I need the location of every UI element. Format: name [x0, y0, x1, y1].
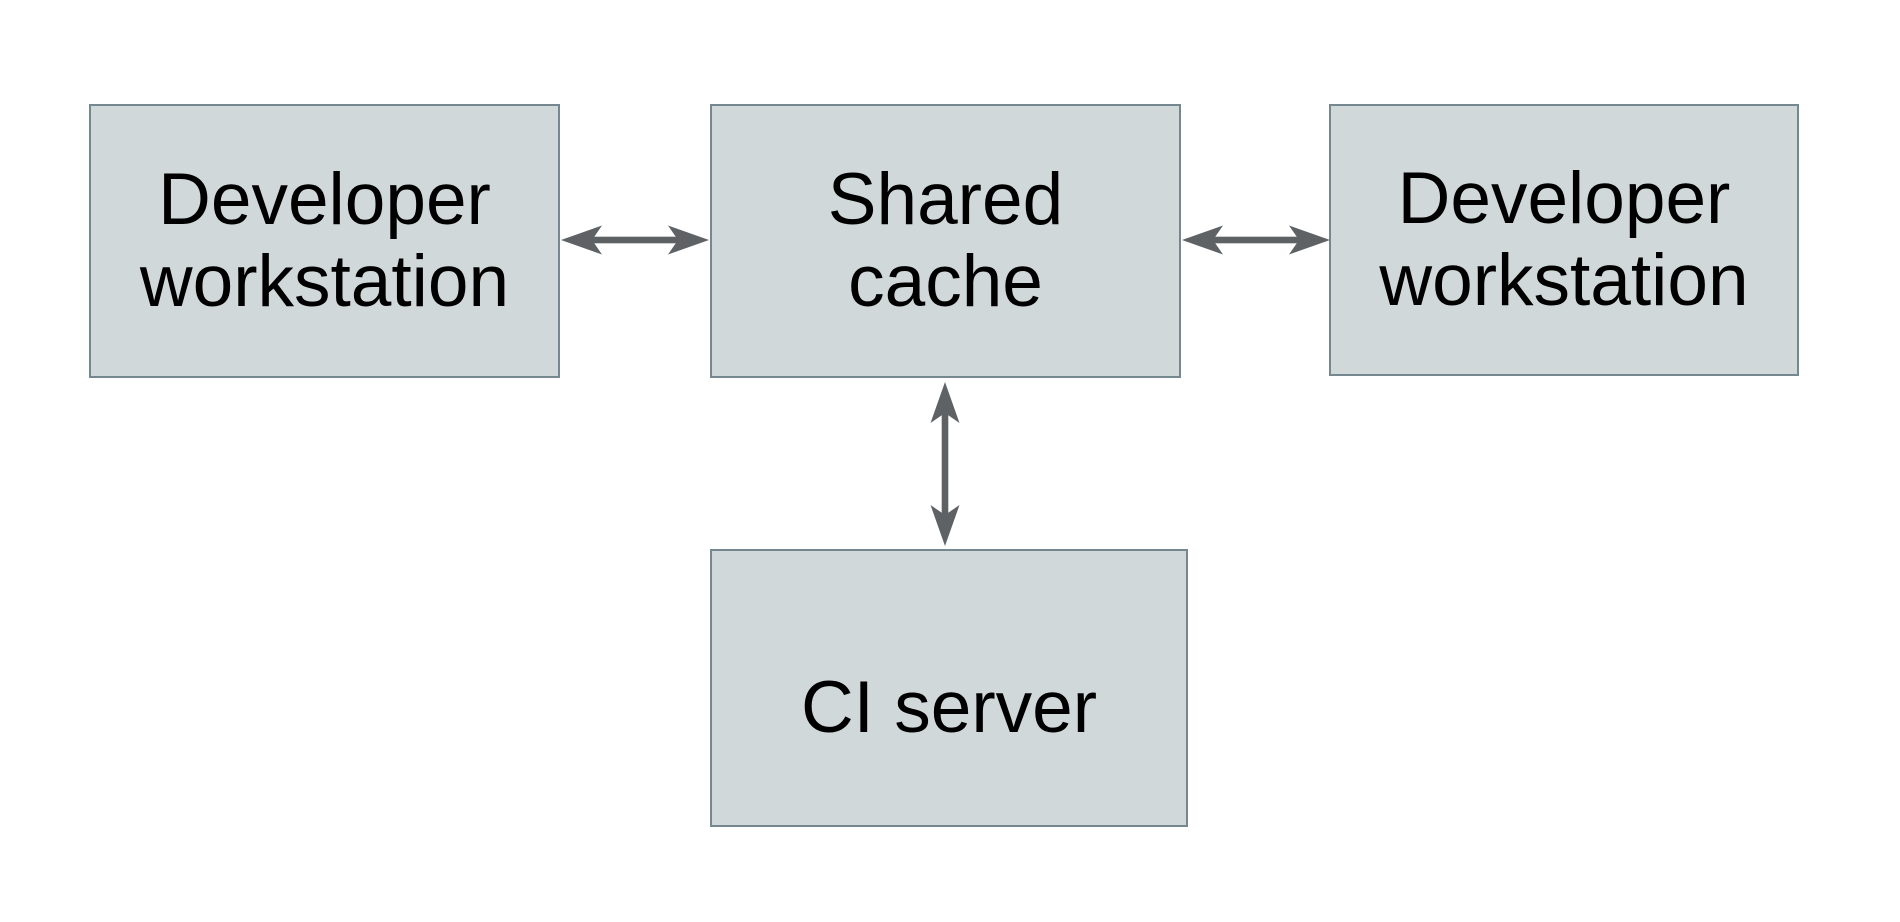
node-developer-workstation-right: Developer workstation: [1329, 104, 1799, 376]
node-label-line: workstation: [139, 241, 510, 322]
node-label-line: Developer: [158, 159, 491, 240]
node-ci-server: CI server: [710, 549, 1188, 827]
node-label-line: CI server: [800, 667, 1098, 748]
node-shared-cache: Shared cache: [710, 104, 1181, 378]
node-label-line: cache: [848, 241, 1043, 322]
bidirectional-arrow-cache-ci: [930, 382, 960, 546]
bidirectional-arrow-left-cache: [561, 225, 709, 255]
node-label-line: workstation: [1379, 240, 1749, 321]
bidirectional-arrow-cache-right: [1182, 225, 1330, 255]
node-label-line: Shared: [827, 159, 1064, 240]
node-label-line: Developer: [1397, 158, 1731, 239]
node-developer-workstation-left: Developer workstation: [89, 104, 560, 378]
